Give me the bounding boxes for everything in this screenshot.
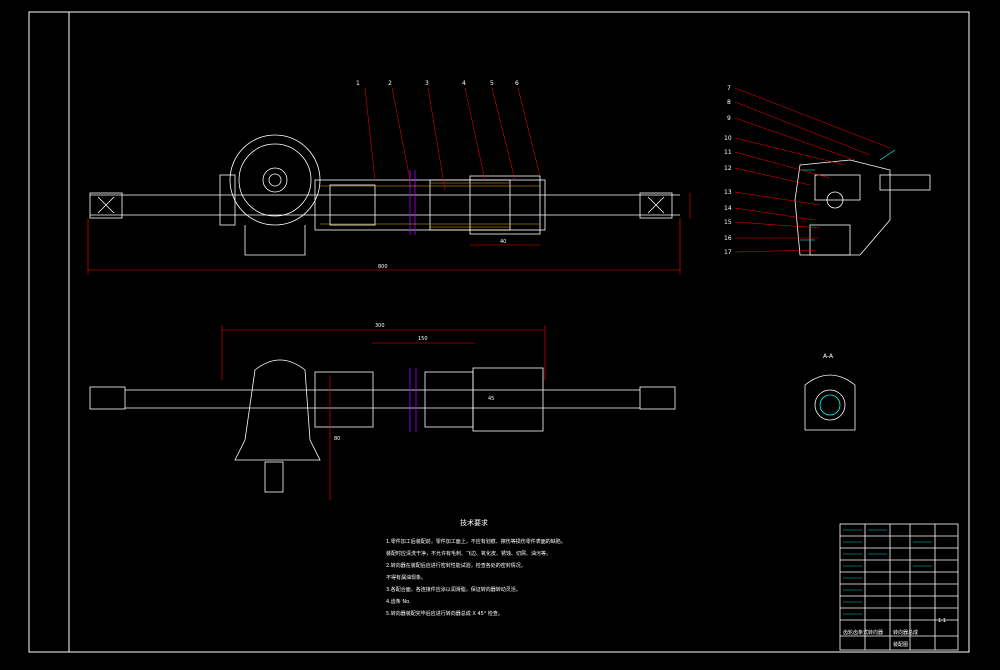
balloon-10: 10 xyxy=(724,135,732,142)
note-line: 装配时应清洗干净，不允许有毛刺、飞边、氧化皮、锈蚀、切屑、油污等。 xyxy=(386,551,552,557)
side-section-hatch xyxy=(800,149,896,241)
balloon-16: 16 xyxy=(724,235,732,242)
side-section-view xyxy=(794,159,931,256)
dim-top-span: 300 xyxy=(375,323,385,329)
top-dimensions xyxy=(87,193,691,275)
balloon-11: 11 xyxy=(724,149,732,156)
balloon-2: 2 xyxy=(388,80,392,87)
title-block-drawing: 转向器总成 xyxy=(893,629,918,636)
title-block-material: 装配图 xyxy=(893,641,908,648)
top-hatching xyxy=(320,182,540,228)
title-block-scale: 1:1 xyxy=(938,618,946,624)
bottom-dimensions xyxy=(221,325,546,500)
balloon-12: 12 xyxy=(724,165,732,172)
notes-title: 技术要求 xyxy=(460,519,488,527)
note-line: 2.转向器在装配后应进行密封性能试验，检查各处的密封情况， xyxy=(386,563,526,569)
balloon-1: 1 xyxy=(356,80,360,87)
balloon-15: 15 xyxy=(724,219,732,226)
technical-notes: 1.零件加工后装配前，零件加工面上，不应有划痕、擦伤等损伤零件表面的缺陷。 装配… xyxy=(386,536,726,620)
note-line: 4.齿条 No. xyxy=(386,599,411,605)
title-block-fill xyxy=(843,529,932,615)
note-line: 5.转向器装配完毕后应进行转向器总成 X 45° 检查。 xyxy=(386,611,503,617)
balloon-8: 8 xyxy=(727,99,731,106)
bottom-view xyxy=(89,359,676,493)
top-section-view xyxy=(89,134,680,256)
note-line: 1.零件加工后装配前，零件加工面上，不应有划痕、擦伤等损伤零件表面的缺陷。 xyxy=(386,539,566,545)
dim-height: 80 xyxy=(334,436,340,442)
side-leaders xyxy=(734,87,891,253)
title-block-name: 齿轮齿条式转向器 xyxy=(843,629,883,636)
title-block xyxy=(839,523,959,651)
section-label: A-A xyxy=(823,353,834,360)
note-line: 不得有漏油现象。 xyxy=(386,575,427,581)
balloon-5: 5 xyxy=(490,80,494,87)
balloon-9: 9 xyxy=(727,115,731,122)
balloon-13: 13 xyxy=(724,189,732,196)
dim-bottom-gap: 40 xyxy=(500,239,506,245)
note-line: 3.各配合面，各连接件应涂以润滑脂，保证转向器转动灵活。 xyxy=(386,587,521,593)
balloon-4: 4 xyxy=(462,80,466,87)
balloon-14: 14 xyxy=(724,205,732,212)
dim-overall: 800 xyxy=(378,264,388,270)
dim-diam: 45 xyxy=(488,396,494,402)
balloon-17: 17 xyxy=(724,249,732,256)
inner-border xyxy=(68,11,970,653)
top-leaders xyxy=(364,87,541,191)
dim-mid-span: 150 xyxy=(418,336,428,342)
section-a-a xyxy=(804,374,856,431)
balloon-3: 3 xyxy=(425,80,429,87)
balloon-6: 6 xyxy=(515,80,519,87)
balloon-7: 7 xyxy=(727,85,731,92)
